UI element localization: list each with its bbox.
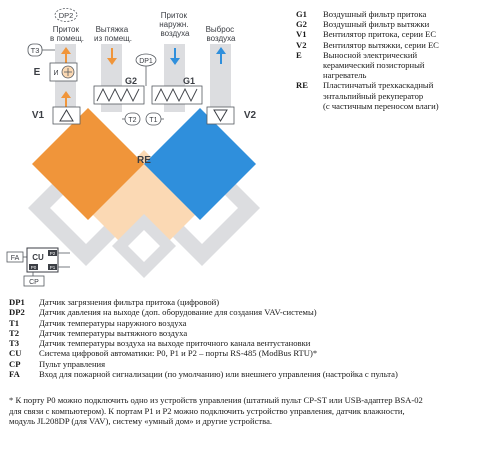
arrow-down-icon <box>107 48 117 65</box>
fan-v1 <box>52 106 81 125</box>
p2-label: P2 <box>50 251 56 256</box>
arrow-up-icon <box>61 91 71 108</box>
g1-label: G1 <box>183 76 195 86</box>
recuperator-orange-cascade <box>32 108 144 220</box>
filter-g2-icon <box>96 87 140 103</box>
dp2-label: DP2 <box>59 11 74 20</box>
port-p2 <box>48 250 57 256</box>
arrow-up-icon <box>216 47 226 64</box>
arrow-down-icon <box>170 48 180 65</box>
arrow-up-icon <box>61 47 71 64</box>
port-p1 <box>48 264 57 270</box>
fan-v1-icon <box>59 109 74 122</box>
filter-g2 <box>93 85 145 105</box>
heater-switch-label: И <box>53 70 58 77</box>
dp1-label: DP1 <box>139 58 153 65</box>
t1-sensor <box>145 112 162 126</box>
filter-g1 <box>151 85 203 105</box>
v2-label: V2 <box>244 110 257 121</box>
recuperator-label: RE <box>137 155 151 166</box>
v1-label: V1 <box>32 110 45 121</box>
cp-label: CP <box>29 279 39 286</box>
fa-label: FA <box>11 255 20 262</box>
cu-label: CU <box>32 253 44 262</box>
t1-label: Т1 <box>149 117 157 124</box>
heater-label: E <box>34 67 41 78</box>
label-intake-outdoor: Приток наружн. воздуха <box>159 11 191 38</box>
recuperator-blue-cascade <box>144 108 256 220</box>
dp2-sensor <box>54 8 78 22</box>
port-p0 <box>29 264 38 270</box>
ventilation-diagram: RE DP2 Приток в помещ. Вытяжка из помещ.… <box>6 8 260 287</box>
fan-v2-icon <box>213 109 228 122</box>
p0-label: P0 <box>31 265 37 270</box>
g2-label: G2 <box>125 76 137 86</box>
label-exhaust-room: Вытяжка из помещ. <box>94 25 132 43</box>
label-exhaust-outdoor: Выброс воздуха <box>206 25 237 43</box>
label-intake-room: Приток в помещ. <box>50 25 84 43</box>
t2-sensor <box>124 112 141 126</box>
p1-label: P1 <box>50 265 56 270</box>
t2-label: Т2 <box>128 117 136 124</box>
t3-sensor <box>27 43 43 57</box>
fan-v2 <box>206 106 235 125</box>
control-panel <box>23 275 45 287</box>
footnote: * К порту P0 можно подключить одно из ус… <box>9 395 423 427</box>
t3-label: Т3 <box>31 46 40 55</box>
filter-g1-icon <box>154 87 198 103</box>
duct-exhaust-outdoor <box>210 44 231 112</box>
